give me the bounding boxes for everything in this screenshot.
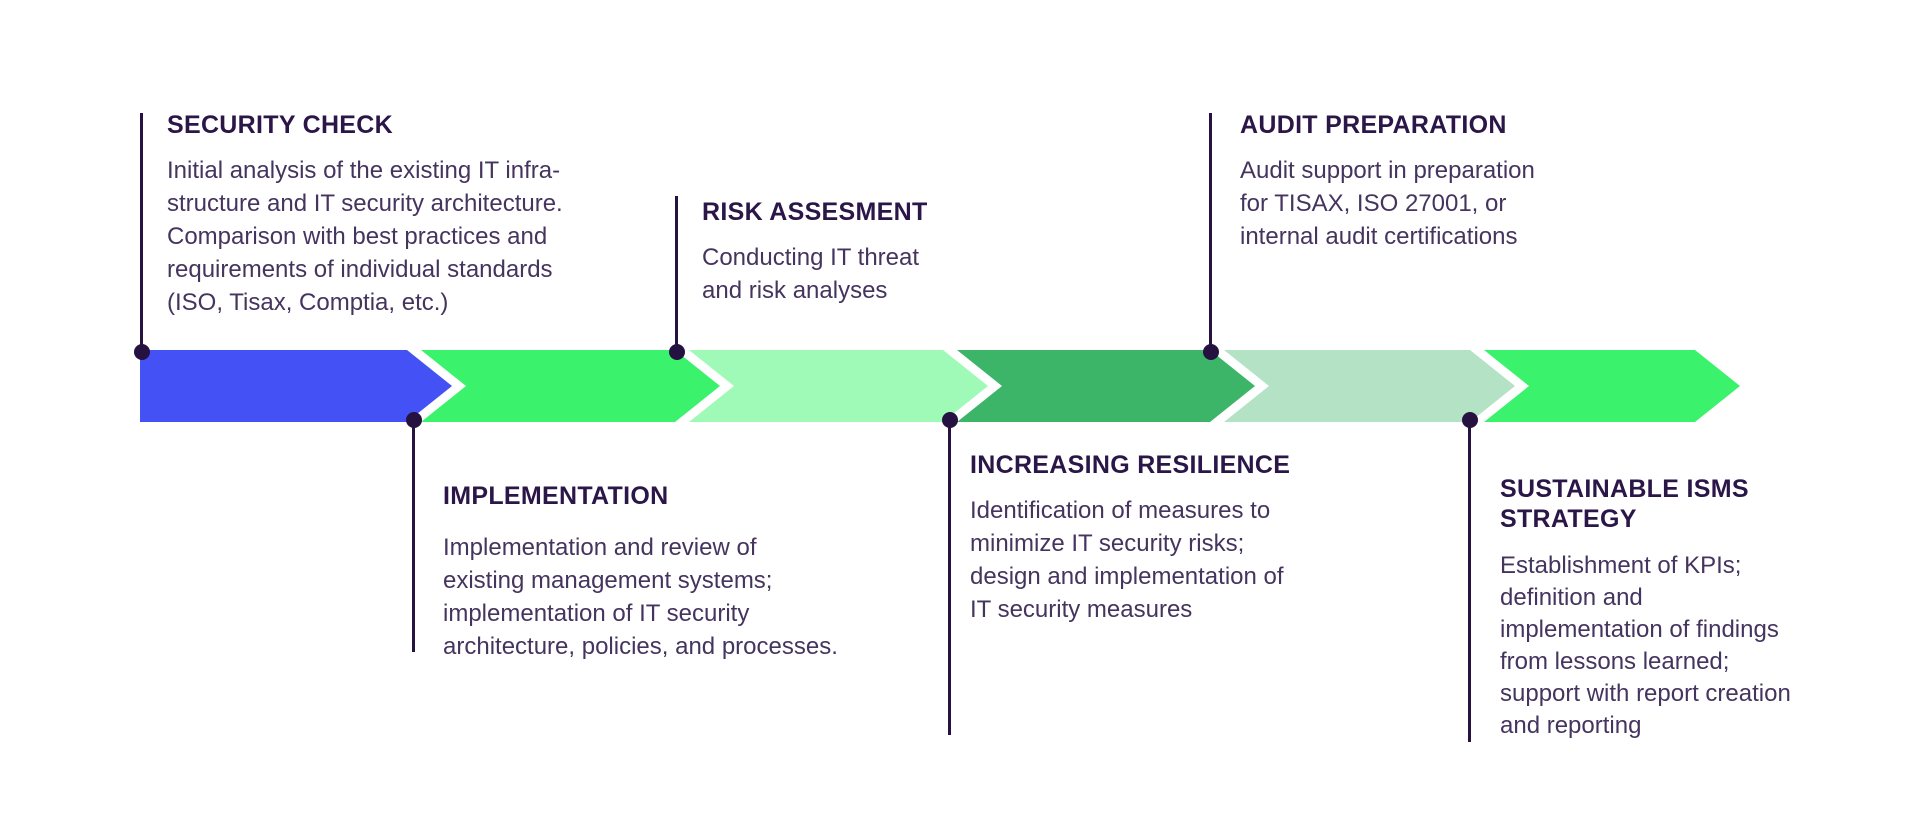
stage-description: Conducting IT threat and risk analyses (702, 244, 920, 304)
stage-description: Identification of measures to minimize I… (970, 497, 1284, 623)
stage-title: SUSTAINABLE ISMS STRATEGY (1500, 475, 1749, 533)
connector-line (675, 196, 678, 352)
arrow-segment-risk-assesment (689, 350, 988, 422)
stage-description: Establishment of KPIs; definition and im… (1500, 552, 1791, 739)
connector-line (1209, 113, 1212, 352)
stage-description: Audit support in preparation for TISAX, … (1240, 157, 1535, 250)
arrow-segment-increasing-resilience (957, 350, 1255, 422)
connector-line (140, 113, 143, 352)
connector-dot (1462, 412, 1478, 428)
connector-dot (669, 344, 685, 360)
arrow-segment-security-check (140, 350, 452, 422)
stage-title: RISK ASSESMENT (702, 198, 928, 226)
arrow-segment-sustainable-isms (1484, 350, 1740, 422)
connector-line (1468, 420, 1471, 742)
connector-dot (134, 344, 150, 360)
connector-dot (1203, 344, 1219, 360)
arrow-segment-implementation (421, 350, 720, 422)
stage-title: INCREASING RESILIENCE (970, 451, 1291, 479)
stage-title: IMPLEMENTATION (443, 482, 669, 510)
stage-title: AUDIT PREPARATION (1240, 111, 1507, 139)
timeline-arrow-band (140, 350, 1740, 422)
arrow-segment-audit-preparation (1224, 350, 1515, 422)
connector-line (412, 420, 415, 652)
connector-dot (942, 412, 958, 428)
connector-dot (406, 412, 422, 428)
stage-description: Initial analysis of the existing IT infr… (167, 157, 563, 316)
stage-description: Implementation and review of existing ma… (443, 534, 838, 660)
connector-line (948, 420, 951, 735)
stage-title: SECURITY CHECK (167, 111, 393, 139)
